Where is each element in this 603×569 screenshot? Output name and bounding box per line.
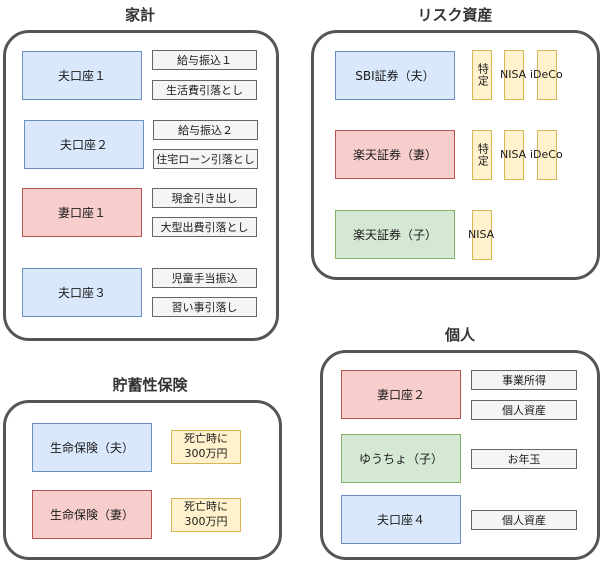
kakei-account-4-tag-2: 習い事引落し bbox=[152, 297, 257, 317]
risk-account-2[interactable]: 楽天証券（妻） bbox=[335, 130, 455, 179]
risk-account-3[interactable]: 楽天証券（子） bbox=[335, 210, 455, 259]
kakei-title: 家計 bbox=[124, 6, 155, 24]
insurance-policy-1[interactable]: 生命保険（夫） bbox=[32, 423, 152, 472]
risk-account-1-product-ideco-box bbox=[537, 50, 557, 100]
kakei-account-1-tag-1: 給与振込１ bbox=[152, 50, 257, 70]
risk-account-2-product-ideco-box bbox=[537, 130, 557, 180]
kakei-account-3-tag-1: 現金引き出し bbox=[152, 188, 257, 208]
insurance-title: 貯蓄性保険 bbox=[112, 376, 188, 394]
insurance-policy-1-benefit: 死亡時に 300万円 bbox=[171, 430, 241, 464]
kakei-account-2[interactable]: 夫口座２ bbox=[24, 120, 144, 169]
personal-account-1[interactable]: 妻口座２ bbox=[341, 370, 461, 419]
risk-account-2-product-nisa-box bbox=[504, 130, 524, 180]
kakei-account-4-tag-1: 児童手当振込 bbox=[152, 268, 257, 288]
personal-account-3-tag-1: 個人資産 bbox=[471, 510, 577, 530]
personal-account-2[interactable]: ゆうちょ（子） bbox=[341, 434, 461, 483]
risk-account-1-product-nisa-box bbox=[504, 50, 524, 100]
risk-account-3-product-nisa: NISA bbox=[468, 228, 495, 241]
kakei-account-4[interactable]: 夫口座３ bbox=[22, 268, 142, 317]
personal-account-1-tag-1: 事業所得 bbox=[471, 370, 577, 390]
kakei-account-3-tag-2: 大型出費引落とし bbox=[152, 217, 257, 237]
risk-account-1-product-nisa: NISA bbox=[500, 68, 527, 81]
personal-account-3[interactable]: 夫口座４ bbox=[341, 495, 461, 544]
insurance-policy-2[interactable]: 生命保険（妻） bbox=[32, 490, 152, 539]
personal-title: 個人 bbox=[444, 326, 475, 344]
risk-account-2-product-ideco: iDeCo bbox=[530, 148, 563, 161]
kakei-account-1-tag-2: 生活費引落とし bbox=[152, 80, 257, 100]
risk-account-1[interactable]: SBI証券（夫） bbox=[335, 51, 455, 100]
risk-account-3-product-nisa-box bbox=[472, 210, 492, 260]
kakei-account-2-tag-1: 給与振込２ bbox=[153, 120, 258, 140]
risk-title: リスク資産 bbox=[417, 6, 493, 24]
risk-account-1-product-ideco: iDeCo bbox=[530, 68, 563, 81]
personal-account-1-tag-2: 個人資産 bbox=[471, 400, 577, 420]
risk-account-2-product-tokutei: 特定 bbox=[472, 130, 492, 180]
personal-account-2-tag-1: お年玉 bbox=[471, 449, 577, 469]
insurance-policy-2-benefit: 死亡時に 300万円 bbox=[171, 498, 241, 532]
risk-account-1-product-tokutei: 特定 bbox=[472, 50, 492, 100]
kakei-account-3[interactable]: 妻口座１ bbox=[22, 188, 142, 237]
kakei-account-2-tag-2: 住宅ローン引落とし bbox=[153, 149, 258, 169]
kakei-account-1[interactable]: 夫口座１ bbox=[22, 51, 142, 100]
risk-account-2-product-nisa: NISA bbox=[500, 148, 527, 161]
